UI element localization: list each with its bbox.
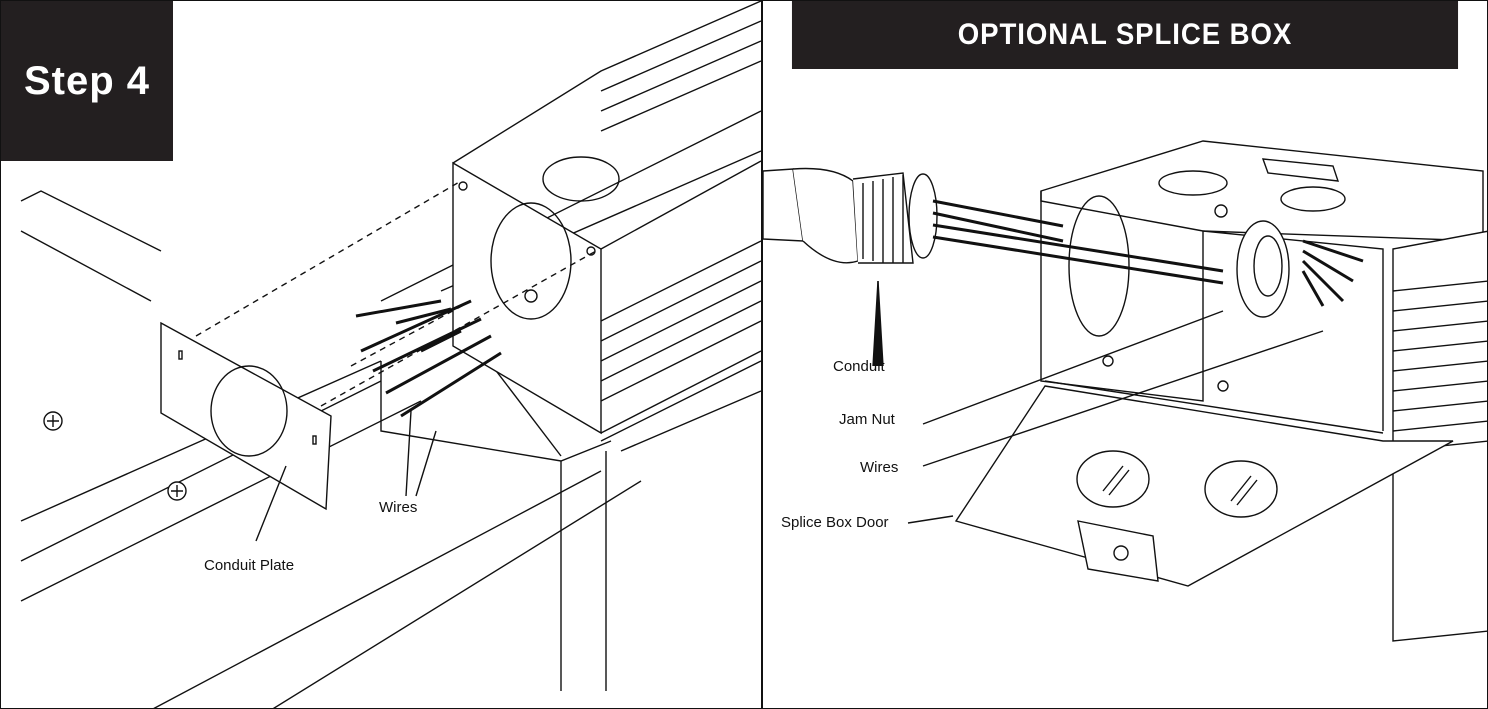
conduit-plate-callout: Conduit Plate bbox=[204, 557, 295, 574]
wires-callout-right: Wires bbox=[860, 459, 899, 476]
splice-box-door-callout: Splice Box Door bbox=[781, 514, 889, 531]
step-badge: Step 4 bbox=[1, 1, 173, 161]
conduit-callout: Conduit bbox=[833, 358, 885, 375]
step-4-illustration bbox=[20, 1, 762, 708]
optional-splice-box-panel: OPTIONAL SPLICE BOX bbox=[762, 0, 1488, 709]
step-4-panel: Step 4 Wires Conduit Plate bbox=[0, 0, 762, 709]
wires-callout: Wires bbox=[379, 499, 418, 516]
panel-title: OPTIONAL SPLICE BOX bbox=[791, 1, 1459, 69]
jam-nut-callout: Jam Nut bbox=[839, 411, 895, 428]
splice-box-illustration bbox=[763, 140, 1487, 642]
